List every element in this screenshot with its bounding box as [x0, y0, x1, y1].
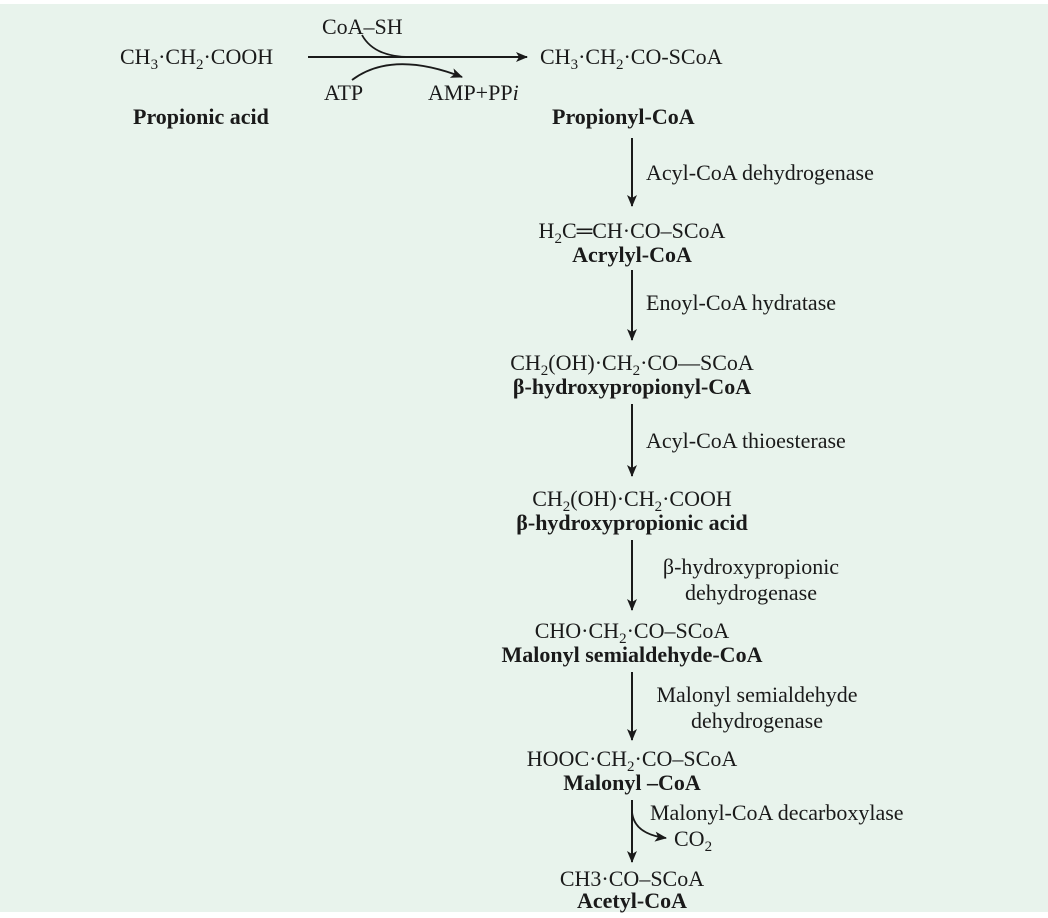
- coa-sh-label: CoA–SH: [322, 14, 403, 39]
- atp-label: ATP: [324, 80, 364, 105]
- acetyl-coa-name: Acetyl-CoA: [577, 888, 687, 913]
- bottom-border: [0, 912, 1048, 918]
- propionyl-coa-name: Propionyl-CoA: [552, 104, 695, 129]
- hydroxypropionic-acid-formula: CH2(OH)·CH2·COOH: [532, 486, 732, 515]
- propionyl-coa-formula: CH3·CH2·CO-SCoA: [540, 44, 723, 73]
- propionic-acid-name: Propionic acid: [133, 104, 269, 129]
- malonyl-coa-formula: HOOC·CH2·CO–SCoA: [526, 746, 738, 775]
- enzyme-label-6: Malonyl-CoA decarboxylase: [650, 800, 904, 825]
- enzyme-label-1: Acyl-CoA dehydrogenase: [646, 160, 874, 185]
- enzyme-label-2: Enoyl-CoA hydratase: [646, 290, 837, 315]
- malonyl-semialdehyde-coa-formula: CHO·CH2·CO–SCoA: [534, 618, 730, 647]
- acetyl-coa-formula: CH3·CO–SCoA: [559, 866, 705, 891]
- hydroxypropionyl-coa-formula: CH2(OH)·CH2·CO—SCoA: [510, 350, 754, 379]
- malonyl-semialdehyde-coa-name: Malonyl semialdehyde-CoA: [501, 642, 763, 667]
- atp-amp-curve: [351, 63, 463, 81]
- propionic-acid-formula: CH3·CH2·COOH: [120, 44, 274, 73]
- co2-label: CO2: [674, 826, 713, 855]
- amp-ppi-label: AMP+PPi: [428, 80, 519, 105]
- coa-sh-curve: [361, 34, 411, 58]
- acrylyl-coa-name: Acrylyl-CoA: [572, 242, 692, 267]
- acrylyl-coa-formula: H2C═CH·CO–SCoA: [538, 218, 726, 247]
- hydroxypropionyl-coa-name: β-hydroxypropionyl-CoA: [512, 374, 752, 399]
- malonyl-coa-name: Malonyl –CoA: [563, 770, 701, 795]
- top-border: [0, 0, 1048, 4]
- hydroxypropionic-acid-name: β-hydroxypropionic acid: [516, 510, 748, 535]
- co2-release-curve: [631, 811, 667, 842]
- enzyme-label-3: Acyl-CoA thioesterase: [646, 428, 846, 453]
